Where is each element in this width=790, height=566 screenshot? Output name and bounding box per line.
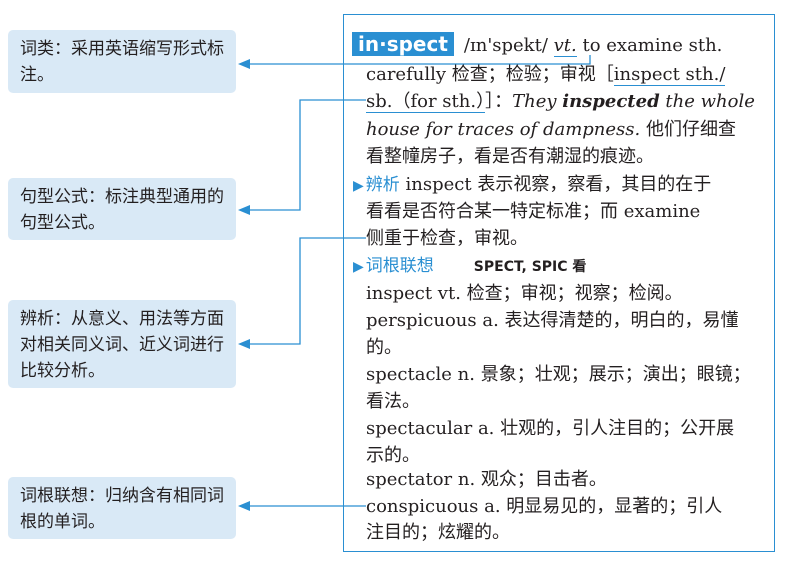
example-2: house for traces of dampness.	[366, 119, 641, 140]
root-line-text: conspicuous a. 明显易见的，显著的；引人	[366, 496, 723, 517]
label-pattern-text: 句型公式：标注典型通用的句型公式。	[20, 187, 224, 233]
definition-cn: 检查；检验；审视	[451, 64, 596, 85]
root-line-text: 的。	[366, 337, 402, 358]
root-line-text: perspicuous a. 表达得清楚的，明白的，易懂	[366, 310, 739, 331]
root-line: 看法。	[366, 390, 420, 414]
roots-label: SPECT, SPIC 看	[473, 259, 587, 275]
definition-en-1: to examine sth.	[582, 35, 723, 56]
label-pos-text: 词类：采用英语缩写形式标注。	[20, 39, 224, 85]
root-line: 的。	[366, 336, 402, 360]
root-line: inspect vt. 检查；审视；视察；检阅。	[366, 282, 683, 306]
label-analysis-text: 辨析：从意义、用法等方面对相关同义词、近义词进行比较分析。	[20, 309, 224, 381]
analysis-text-1: inspect 表示视察，察看，其目的在于	[405, 174, 712, 195]
root-line: conspicuous a. 明显易见的，显著的；引人	[366, 495, 722, 519]
root-line: perspicuous a. 表达得清楚的，明白的，易懂	[366, 309, 739, 333]
root-line: spectator n. 观众；目击者。	[366, 468, 607, 492]
example-1c: the whole	[665, 91, 755, 112]
root-line-text: spectacle n. 景象；壮观；展示；演出；眼镜；	[366, 364, 751, 385]
analysis-text-2: 看看是否符合某一特定标准；而 examine	[366, 201, 701, 222]
arrowhead-analysis	[238, 339, 250, 349]
pattern-part-1: inspect sth./	[613, 64, 726, 86]
example-1b: inspected	[562, 91, 660, 112]
analysis-line-1: ▶辨析 inspect 表示视察，察看，其目的在于	[353, 173, 711, 198]
entry-line-3: sb.（for sth.）］：They inspected the whole	[366, 90, 755, 114]
root-line-text: inspect vt. 检查；审视；视察；检阅。	[366, 283, 683, 304]
root-line: 注目的；炫耀的。	[366, 521, 510, 545]
root-line-text: 注目的；炫耀的。	[366, 522, 510, 543]
triangle-marker-icon: ▶	[353, 259, 364, 275]
definition-en-2: carefully	[366, 64, 447, 85]
dictionary-entry-box	[343, 14, 775, 552]
roots-heading: 词根联想	[365, 256, 434, 276]
analysis-text-3: 侧重于检查，审视。	[366, 228, 528, 249]
part-of-speech: vt.	[553, 35, 577, 57]
root-line: spectacle n. 景象；壮观；展示；演出；眼镜；	[366, 363, 751, 387]
entry-line-4: house for traces of dampness. 他们仔细查	[366, 118, 736, 142]
root-line-text: 示的。	[366, 445, 420, 466]
pattern-close: ］：	[485, 91, 513, 112]
label-pattern: 句型公式：标注典型通用的句型公式。	[8, 178, 236, 240]
headword: in·spect	[352, 32, 454, 56]
root-line: 示的。	[366, 444, 420, 468]
arrowhead-pattern	[238, 205, 250, 215]
roots-heading-line: ▶词根联想 SPECT, SPIC 看	[353, 254, 586, 279]
root-line-text: spectacular a. 壮观的，引人注目的；公开展	[366, 418, 735, 439]
pattern-part-2: sb.（for sth.）	[366, 91, 486, 113]
example-cn-2: 看整幢房子，看是否有潮湿的痕迹。	[366, 146, 654, 167]
label-analysis: 辨析：从意义、用法等方面对相关同义词、近义词进行比较分析。	[8, 300, 236, 388]
arrowhead-pos	[238, 59, 250, 69]
label-roots-text: 词根联想：归纳含有相同词根的单词。	[20, 486, 224, 532]
entry-line-1: in·spect/ɪn'spekt/ vt. to examine sth.	[352, 32, 722, 58]
triangle-marker-icon: ▶	[353, 178, 364, 194]
analysis-heading: 辨析	[365, 175, 400, 195]
label-pos: 词类：采用英语缩写形式标注。	[8, 30, 236, 93]
entry-line-2: carefully 检查；检验；审视［inspect sth./	[366, 63, 726, 87]
example-cn-1: 他们仔细查	[645, 119, 736, 140]
entry-line-5: 看整幢房子，看是否有潮湿的痕迹。	[366, 145, 654, 169]
analysis-line-2: 看看是否符合某一特定标准；而 examine	[366, 200, 700, 224]
arrowhead-roots	[238, 501, 250, 511]
root-line: spectacular a. 壮观的，引人注目的；公开展	[366, 417, 734, 441]
analysis-line-3: 侧重于检查，审视。	[366, 227, 528, 251]
label-roots: 词根联想：归纳含有相同词根的单词。	[8, 477, 236, 539]
example-1a: They	[512, 91, 557, 112]
root-line-text: spectator n. 观众；目击者。	[366, 469, 607, 490]
root-line-text: 看法。	[366, 391, 420, 412]
phonetic: /ɪn'spekt/	[463, 35, 548, 56]
pattern-open: ［	[595, 64, 614, 85]
